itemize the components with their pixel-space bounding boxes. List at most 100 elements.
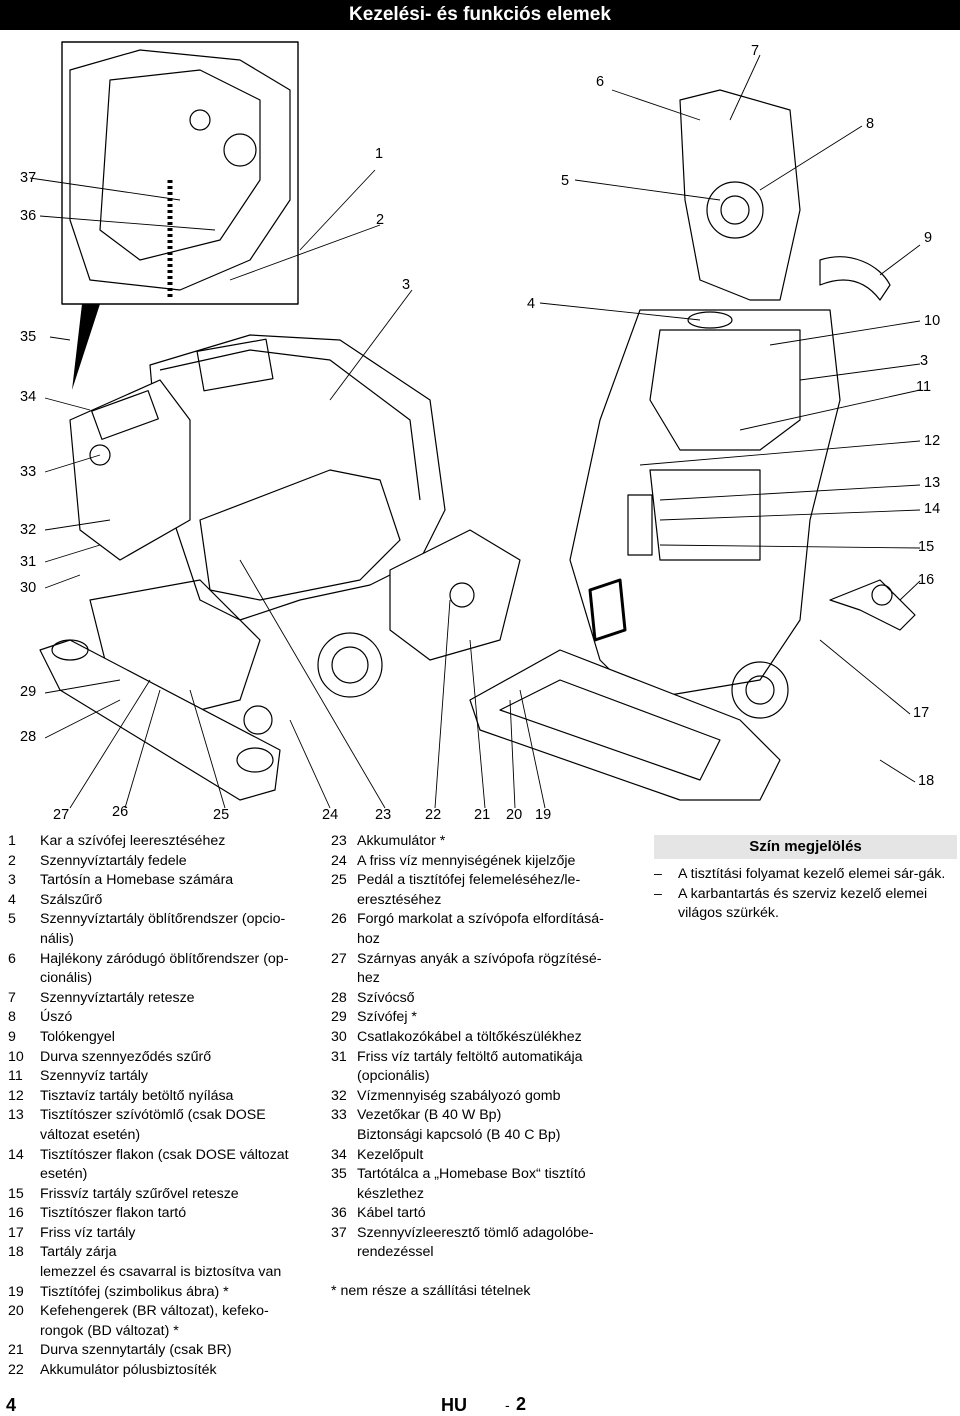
legend-item-text: hez <box>357 970 380 987</box>
legend-item-number: 25 <box>331 872 347 889</box>
legend-item-text: Kábel tartó <box>357 1205 426 1222</box>
legend-item-number: 7 <box>8 989 16 1006</box>
legend-item-number: 15 <box>8 1185 24 1202</box>
legend-item-text: Tisztítószer flakon (csak DOSE változat <box>40 1146 289 1163</box>
language-code: HU <box>441 1395 467 1415</box>
legend-item: 13 Tisztítószer szívótömlő (csak DOSE <box>8 1106 318 1126</box>
legend-item-number: 9 <box>8 1028 16 1045</box>
legend-item-number: 4 <box>8 891 16 908</box>
legend-item-text: esetén) <box>40 1166 88 1183</box>
legend-item-number: 1 <box>8 833 16 849</box>
legend-item-text: Tisztavíz tartály betöltő nyílása <box>40 1087 234 1104</box>
legend-item-number: 20 <box>8 1303 24 1320</box>
legend-item-number: 23 <box>331 833 347 849</box>
legend-item-text: Úszó <box>40 1009 73 1026</box>
dash-bullet-icon: – <box>654 885 662 902</box>
legend-item-text: Szívócső <box>357 989 415 1006</box>
page-title: Kezelési- és funkciós elemek <box>0 0 960 30</box>
callout-13: 13 <box>924 475 941 491</box>
legend-item-number: 36 <box>331 1205 347 1222</box>
callout-17: 17 <box>913 705 930 721</box>
legend-item: 20 Kefehengerek (BR változat), kefeko- <box>8 1302 318 1322</box>
legend-item-text: Kezelőpult <box>357 1146 424 1163</box>
callout-28: 28 <box>20 729 37 745</box>
callout-31: 31 <box>20 554 37 570</box>
legend-item-text: Tisztítószer szívótömlő (csak DOSE <box>40 1107 266 1124</box>
sub-page-number: 2 <box>516 1394 527 1414</box>
legend-item-text: Szennyvízleeresztő tömlő adagolóbe- <box>357 1224 594 1241</box>
legend-item-text: A friss víz mennyiségének kijelzője <box>357 852 576 869</box>
callout-30: 30 <box>20 580 37 596</box>
legend-item-text: Tolókengyel <box>40 1028 115 1045</box>
legend-item-text: Frissvíz tartály szűrővel retesze <box>40 1185 239 1202</box>
legend-item-text: Akkumulátor * <box>357 833 446 849</box>
legend-item-number: 6 <box>8 950 16 967</box>
legend-item-number: 37 <box>331 1224 347 1241</box>
legend-item-text: Hajlékony záródugó öblítőrendszer (op- <box>40 950 289 967</box>
callout-20: 20 <box>506 807 523 823</box>
callout-23: 23 <box>375 807 392 823</box>
legend-item-text: Csatlakozókábel a töltőkészülékhez <box>357 1028 582 1045</box>
color-marking-item: – A tisztítási folyamat kezelő elemei sá… <box>654 865 957 885</box>
legend-item-text: Kefehengerek (BR változat), kefeko- <box>40 1303 269 1320</box>
legend-item-number: 12 <box>8 1087 24 1104</box>
callout-22: 22 <box>425 807 442 823</box>
legend-item-text: Durva szennytartály (csak BR) <box>40 1342 232 1359</box>
legend-item-text: Szívófej * <box>357 1009 417 1026</box>
legend-item-number: 13 <box>8 1107 24 1124</box>
color-marking-title: Szín megjelölés <box>654 835 957 859</box>
legend-item: 7 Szennyvíztartály retesze <box>8 989 318 1009</box>
callout-12: 12 <box>924 433 941 449</box>
legend-item-number: 32 <box>331 1087 347 1104</box>
callout-33: 33 <box>20 464 37 480</box>
callout-7: 7 <box>751 43 760 59</box>
callout-2: 2 <box>376 212 385 228</box>
legend-item-number: 30 <box>331 1028 347 1045</box>
legend-item-number: 10 <box>8 1048 24 1065</box>
legend-item-text: Szennyvíztartály retesze <box>40 989 195 1006</box>
callout-4: 4 <box>527 296 536 312</box>
legend-item: készlethez <box>331 1185 636 1205</box>
legend-item-number: 21 <box>8 1342 24 1359</box>
legend-item: 3 Tartósín a Homebase számára <box>8 871 318 891</box>
callout-11: 11 <box>916 379 932 395</box>
machine-drawing-svg <box>29 41 921 809</box>
legend-item-number: 11 <box>8 1068 23 1085</box>
legend-item: esetén) <box>8 1165 318 1185</box>
callout-19: 19 <box>535 807 552 823</box>
legend-item-text: Pedál a tisztítófej felemeléséhez/le- <box>357 872 581 889</box>
color-marking-text: A karbantartás és szerviz kezelő elemei … <box>678 885 928 922</box>
sub-page-dash: - <box>505 1397 510 1413</box>
legend-item: (opcionális) <box>331 1067 636 1087</box>
legend-item-number: 3 <box>8 872 16 889</box>
legend-item: cionális) <box>8 969 318 989</box>
legend-item: 23 Akkumulátor * <box>331 832 636 852</box>
legend-item-text: Vezetőkar (B 40 W Bp) <box>357 1107 502 1124</box>
legend-item: 30 Csatlakozókábel a töltőkészülékhez <box>331 1028 636 1048</box>
legend-item: eresztéséhez <box>331 891 636 911</box>
legend-item-text: Szennyvíztartály öblítőrendszer (opcio- <box>40 911 286 928</box>
callout-21: 21 <box>474 807 491 823</box>
callout-15: 15 <box>918 539 935 555</box>
legend-item: lemezzel és csavarral is biztosítva van <box>8 1263 318 1283</box>
legend-item-number: 34 <box>331 1146 347 1163</box>
legend-item-text: Tartósín a Homebase számára <box>40 872 234 889</box>
legend-item: 9 Tolókengyel <box>8 1028 318 1048</box>
legend-item: 29 Szívófej * <box>331 1008 636 1028</box>
legend-item-number: 28 <box>331 989 347 1006</box>
legend-item-text: Tartály zárja <box>40 1244 117 1261</box>
legend-item-number: 29 <box>331 1009 347 1026</box>
callout-10: 10 <box>924 313 941 329</box>
legend-item: 28 Szívócső <box>331 989 636 1009</box>
legend-item: 15 Frissvíz tartály szűrővel retesze <box>8 1185 318 1205</box>
